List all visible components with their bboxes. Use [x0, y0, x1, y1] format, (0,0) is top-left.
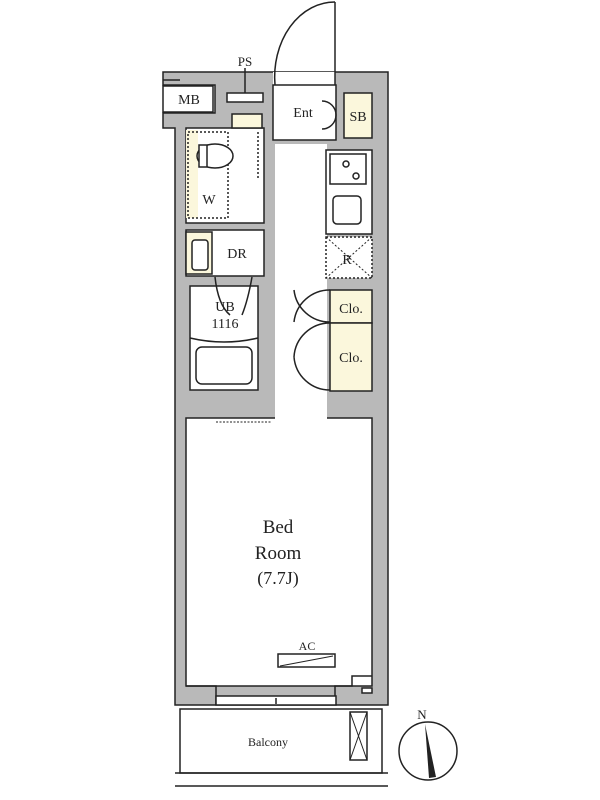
label-clo-1: Clo.: [339, 302, 363, 317]
shoe-box: [343, 92, 373, 139]
washbasin-icon: [191, 239, 209, 271]
outdoor-unit: [349, 711, 368, 761]
ps-shaft: [226, 92, 264, 103]
stove-icon: [329, 153, 367, 185]
sink-icon: [332, 195, 362, 225]
label-ac: AC: [299, 639, 316, 653]
label-ent: Ent: [293, 106, 313, 121]
label-r: R: [342, 253, 352, 268]
label-bedroom-size: (7.7J): [257, 568, 299, 589]
label-ps: PS: [238, 54, 252, 69]
label-north: N: [417, 707, 427, 722]
north-compass-icon: [398, 721, 458, 781]
bedroom: [185, 417, 373, 687]
balcony: [179, 708, 383, 774]
refrigerator: [325, 236, 373, 279]
bathtub-icon: [195, 346, 253, 385]
label-balcony: Balcony: [248, 735, 288, 749]
label-room: Room: [255, 543, 302, 564]
label-clo-2: Clo.: [339, 351, 363, 366]
label-w: W: [202, 193, 216, 208]
hallway: [275, 144, 327, 422]
label-sb: SB: [349, 110, 366, 125]
closet-1: [329, 289, 373, 324]
closet-2: [329, 322, 373, 392]
label-mb: MB: [178, 93, 200, 108]
mb-room: [162, 85, 214, 113]
label-ub: UB: [215, 300, 234, 315]
label-ub-size: 1116: [212, 317, 239, 332]
label-bed: Bed: [263, 517, 294, 538]
label-dr: DR: [227, 247, 247, 262]
entry-door[interactable]: [273, 1, 336, 86]
